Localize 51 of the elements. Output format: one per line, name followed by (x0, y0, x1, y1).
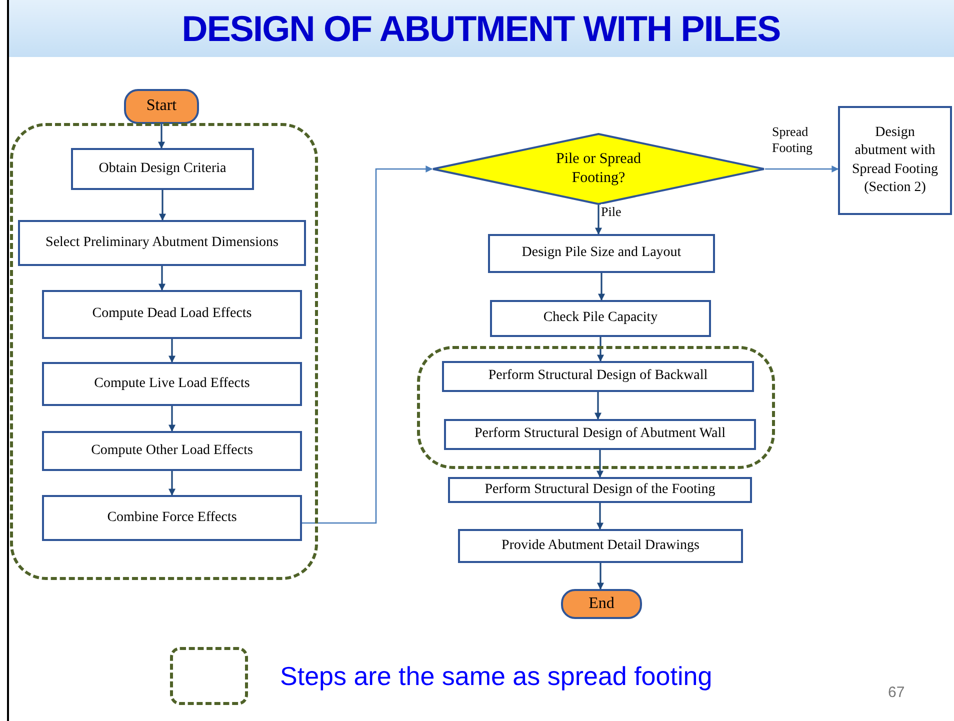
process-box (42, 431, 302, 471)
process-box (42, 290, 302, 339)
title: DESIGN OF ABUTMENT WITH PILES (182, 6, 780, 50)
legend-text: Steps are the same as spread footing (280, 660, 712, 692)
step-text: Obtain Design Criteria (98, 160, 226, 178)
dashed-group-outline (417, 346, 775, 469)
arrow (597, 563, 604, 590)
arrow (765, 166, 839, 172)
step-text: Design abutment with Spread Footing (Section 2) (852, 124, 938, 197)
arrow (302, 166, 433, 524)
process-box (42, 495, 302, 541)
process-box (448, 477, 752, 503)
process-box (490, 300, 711, 337)
arrow (168, 406, 176, 432)
step-text: Compute Dead Load Effects (92, 305, 252, 324)
process-box (444, 419, 756, 450)
page-number: 67 (888, 683, 905, 703)
arrow (596, 450, 604, 478)
process-box (18, 220, 306, 266)
process-box (458, 529, 743, 563)
arrow (168, 339, 176, 363)
dashed-group-outline (10, 123, 318, 580)
arrow (158, 124, 165, 149)
arrow (594, 392, 602, 420)
process-box (488, 234, 715, 273)
arrow (598, 273, 605, 301)
step-text: Combine Force Effects (107, 508, 237, 527)
process-box (42, 362, 302, 406)
step-text: Pile or Spread Footing? (555, 150, 642, 188)
step-text: End (588, 594, 614, 614)
step-text: Perform Structural Design of Abutment Wall (474, 425, 726, 444)
step-text: Design Pile Size and Layout (522, 244, 682, 262)
step-text: Start (146, 96, 177, 116)
step-text: Perform Structural Design of the Footing (484, 480, 716, 499)
step-text: Select Preliminary Abutment Dimensions (46, 234, 278, 252)
arrow (168, 471, 176, 496)
arrow (596, 503, 604, 530)
step-text: Check Pile Capacity (543, 309, 658, 328)
arrow (159, 190, 166, 221)
step-text: Compute Live Load Effects (94, 374, 250, 393)
step-text: Compute Other Load Effects (91, 442, 253, 460)
arrow (158, 266, 166, 291)
process-box (838, 106, 952, 215)
process-box (442, 361, 754, 392)
step-text: Provide Abutment Detail Drawings (502, 536, 700, 555)
process-box (71, 148, 254, 190)
arrow (597, 337, 604, 362)
terminal-box (561, 589, 642, 619)
terminal-box (124, 89, 199, 124)
arrow (595, 205, 602, 235)
step-text: Perform Structural Design of Backwall (488, 367, 708, 386)
